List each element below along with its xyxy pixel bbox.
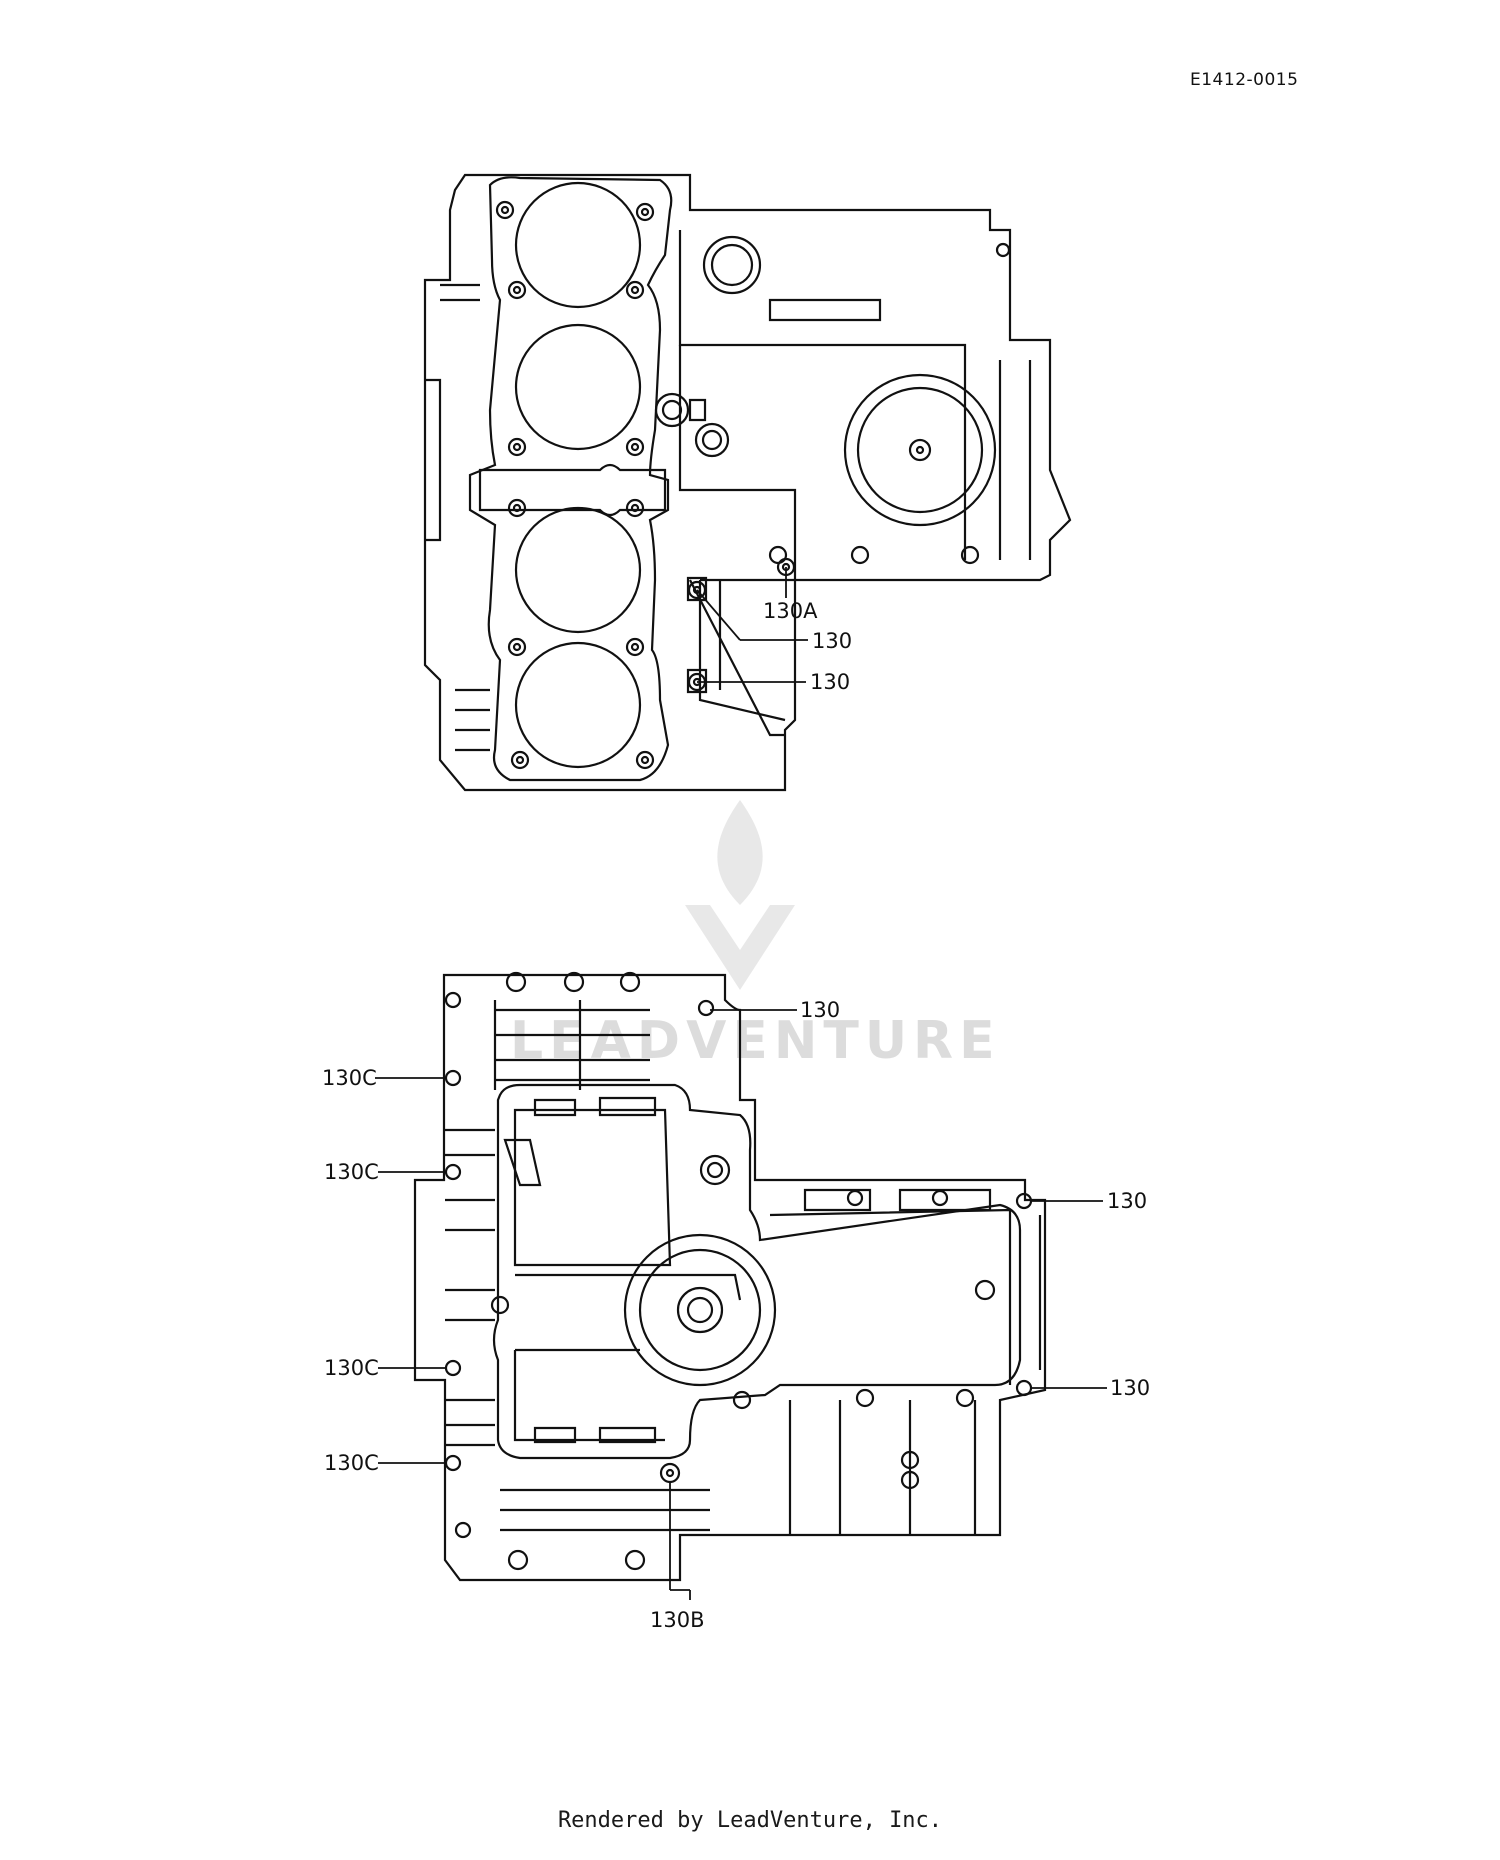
footer-credit: Rendered by LeadVenture, Inc. (557, 1808, 943, 1833)
callout-130-upper-2: 130 (810, 670, 850, 694)
callout-130-lower-right-2: 130 (1110, 1376, 1150, 1400)
callout-130A: 130A (763, 599, 818, 623)
callout-130B: 130B (650, 1608, 705, 1632)
watermark-text: LEADVENTURE (510, 1011, 1001, 1071)
flame-icon (717, 800, 763, 905)
watermark: LEADVENTURE (510, 800, 1001, 1071)
callout-130C-4: 130C (324, 1451, 379, 1475)
callout-130C-2: 130C (324, 1160, 379, 1184)
callout-130C-1: 130C (322, 1066, 377, 1090)
v-logo-icon (685, 905, 795, 990)
lower-crankcase-drawing (413, 971, 1047, 1582)
upper-crankcase-drawing (423, 173, 1072, 792)
lower-leaders (375, 1009, 1107, 1600)
callout-130-lower-right-1: 130 (1107, 1189, 1147, 1213)
drawing-id: E1412-0015 (1190, 70, 1299, 90)
callout-130-lower-top: 130 (800, 998, 840, 1022)
upper-leaders (696, 567, 808, 683)
callout-130-upper-1: 130 (812, 629, 852, 653)
callout-130C-3: 130C (324, 1356, 379, 1380)
